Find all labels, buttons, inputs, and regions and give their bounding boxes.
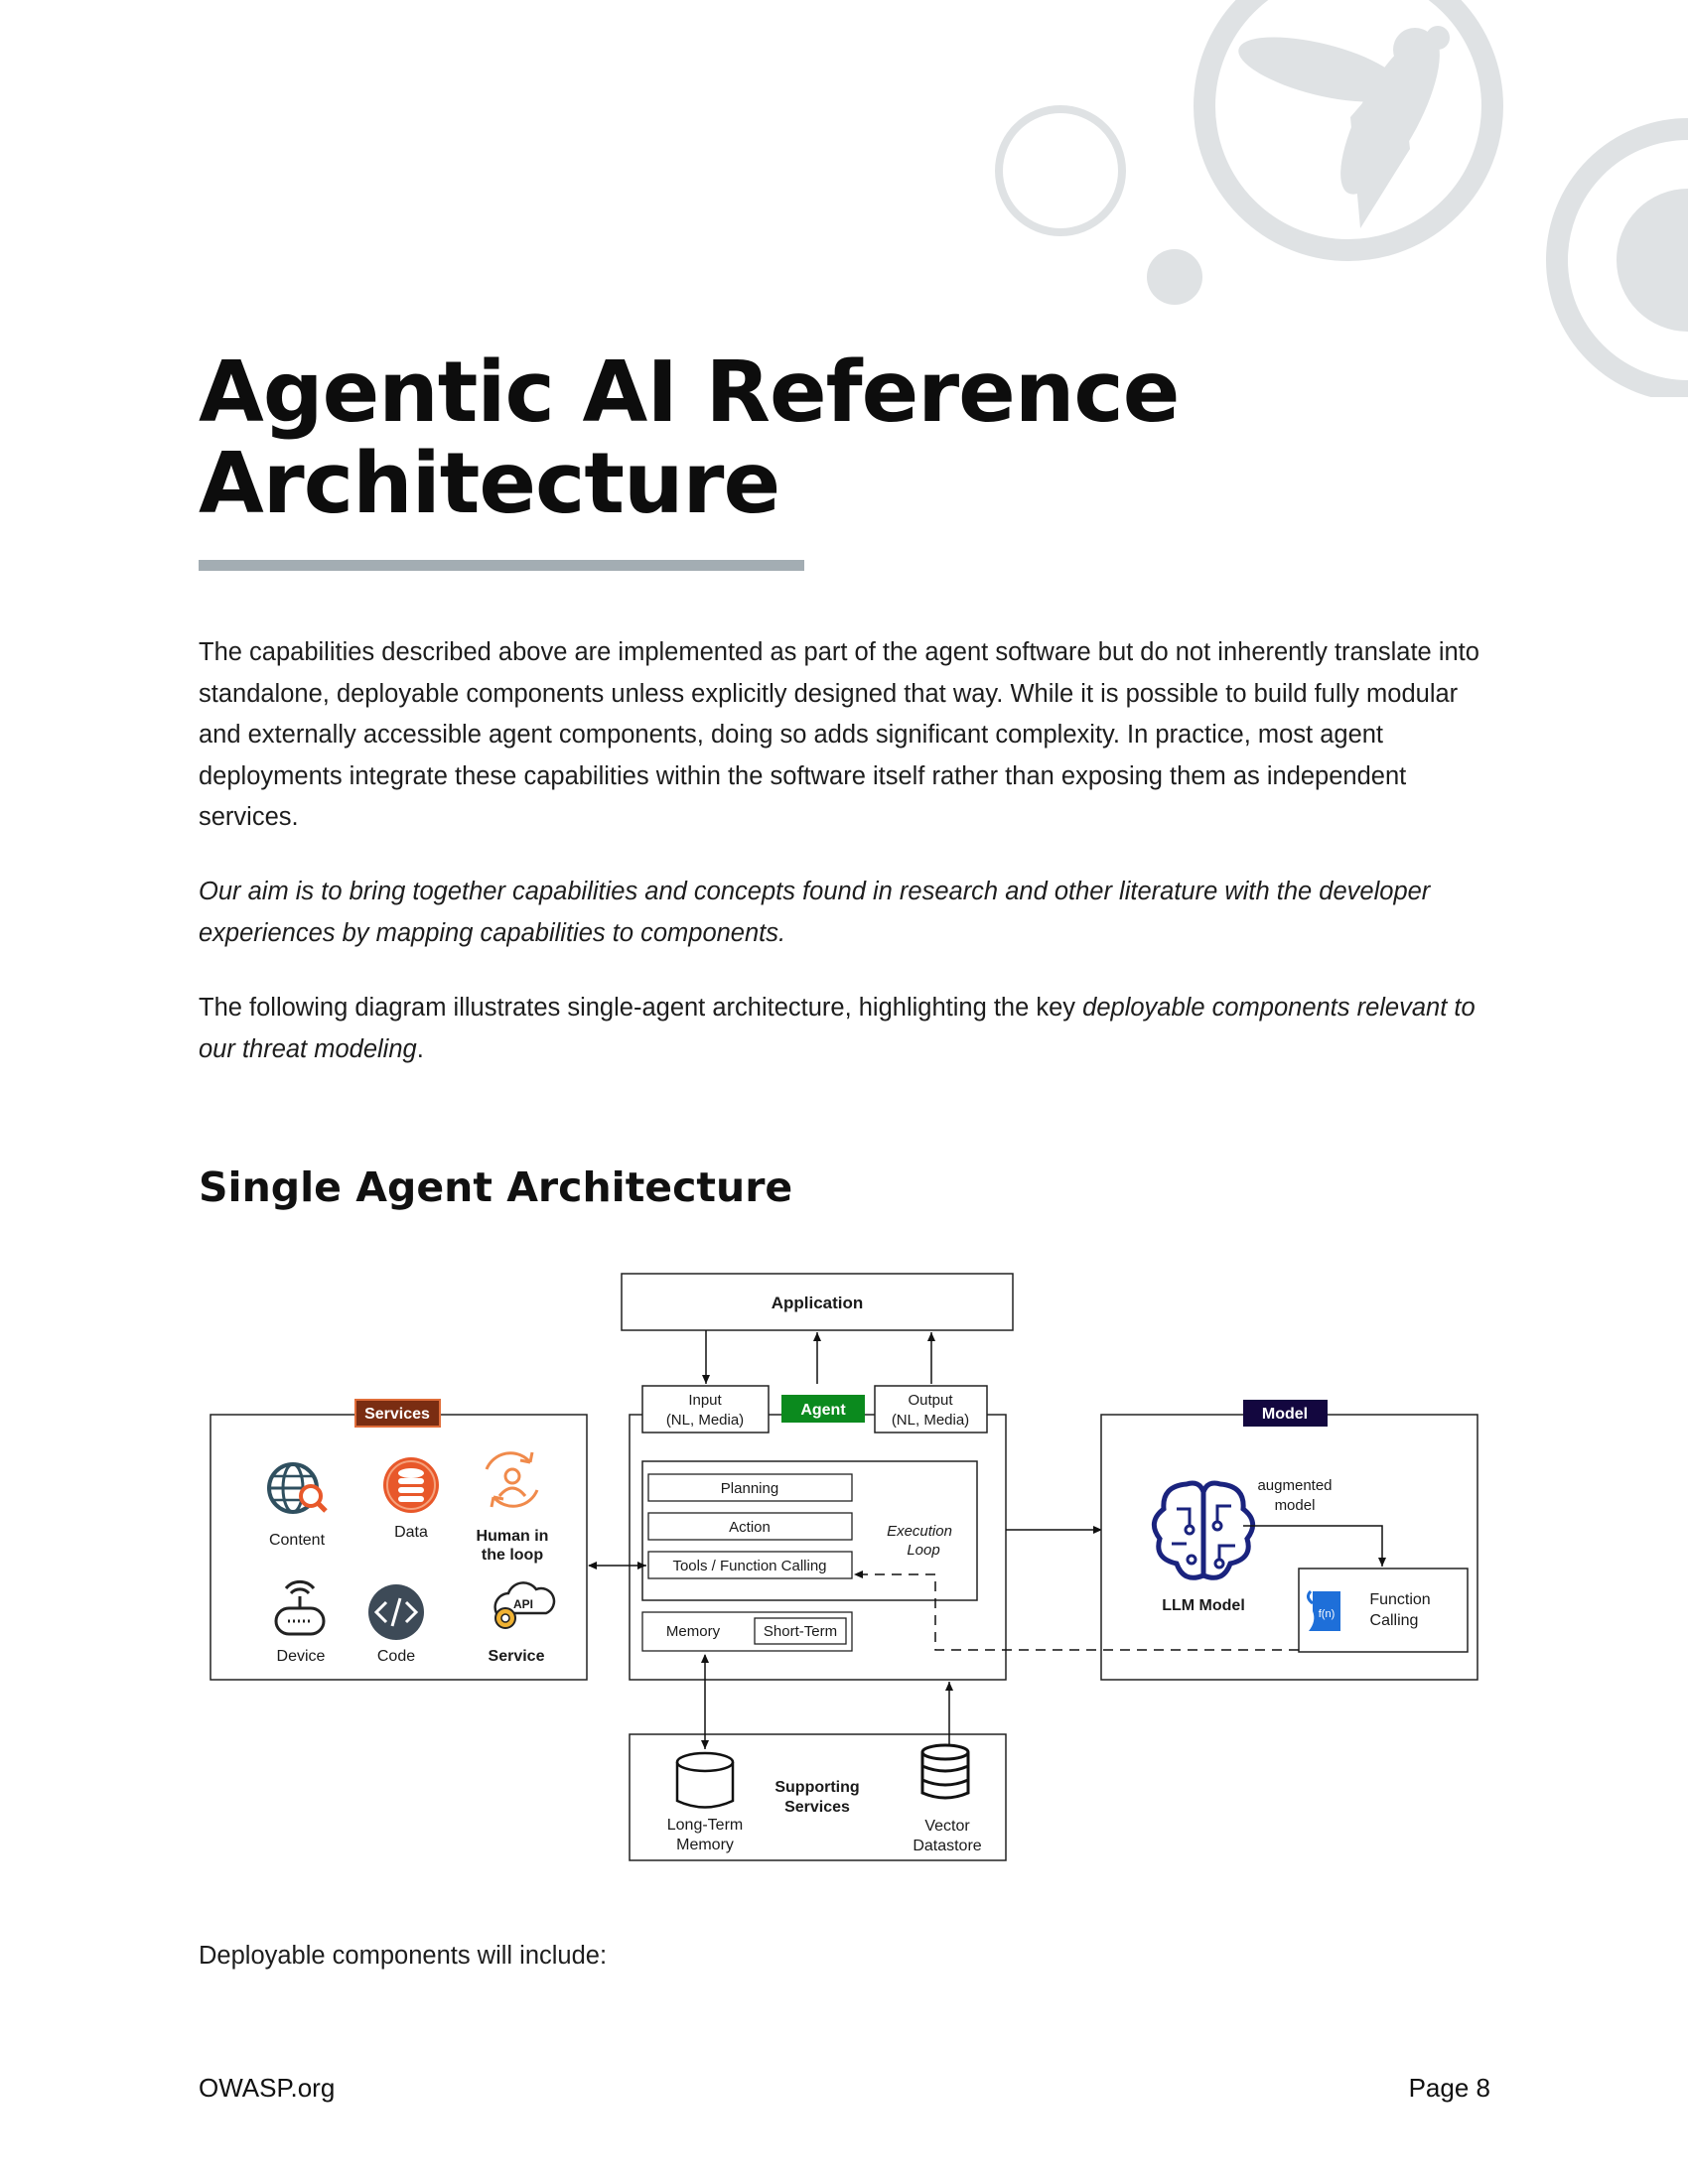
- aim-paragraph: Our aim is to bring together capabilitie…: [199, 878, 1431, 947]
- large-ring-icon: [1194, 0, 1503, 261]
- wasp-icon: [1238, 26, 1450, 228]
- api-service-icon: [493, 1581, 556, 1629]
- input-box: [641, 1385, 770, 1433]
- tools-label: Tools / Function Calling: [672, 1558, 826, 1574]
- footer-site: OWASP.org: [199, 2073, 336, 2103]
- supporting-label: Supporting: [774, 1779, 859, 1796]
- memory-label: Memory: [666, 1623, 721, 1640]
- augmented-sublabel: model: [1275, 1497, 1316, 1514]
- augmented-label: augmented: [1257, 1477, 1332, 1494]
- dot-icon: [1147, 249, 1202, 305]
- human-in-loop-icon: [485, 1451, 539, 1508]
- output-box: [874, 1385, 988, 1433]
- llm-brain-icon: [1151, 1480, 1256, 1580]
- function-sublabel: Calling: [1370, 1612, 1419, 1629]
- intro-paragraph: The capabilities described above are imp…: [199, 638, 1479, 831]
- code-label: Code: [377, 1648, 415, 1665]
- human-sublabel: the loop: [482, 1547, 543, 1564]
- output-label: Output: [908, 1392, 953, 1409]
- vector-datastore-icon: [920, 1743, 970, 1800]
- small-ring-icon: [995, 105, 1126, 236]
- action-label: Action: [729, 1519, 771, 1536]
- code-icon: [368, 1584, 424, 1640]
- human-label: Human in: [477, 1528, 549, 1545]
- section-heading: Single Agent Architecture: [199, 1163, 793, 1211]
- fn-label: f(n): [1319, 1608, 1336, 1620]
- api-label: API: [513, 1597, 533, 1611]
- long-term-sublabel: Memory: [676, 1837, 734, 1853]
- planning-box: [647, 1473, 853, 1502]
- short-term-box: [754, 1617, 847, 1645]
- function-return-dashed-line: [934, 1579, 1299, 1651]
- device-label: Device: [277, 1648, 326, 1665]
- output-sublabel: (NL, Media): [892, 1412, 969, 1429]
- model-badge: [1243, 1400, 1328, 1427]
- tools-box: [647, 1551, 853, 1579]
- short-term-label: Short-Term: [764, 1623, 837, 1640]
- deployable-components-intro: Deployable components will include:: [199, 1942, 608, 1970]
- execution-loop-label: Execution: [887, 1523, 952, 1540]
- service-label: Service: [489, 1648, 545, 1665]
- augmented-arrow: [1243, 1525, 1386, 1567]
- diagram-intro-paragraph: The following diagram illustrates single…: [199, 994, 1476, 1063]
- application-label: Application: [772, 1294, 864, 1312]
- services-badge: [354, 1399, 441, 1428]
- function-scroll-icon: [1306, 1589, 1340, 1631]
- data-label: Data: [394, 1524, 428, 1541]
- vector-label: Vector: [924, 1818, 970, 1835]
- corner-dot-icon: [1617, 189, 1688, 332]
- globe-search-icon: [267, 1462, 328, 1514]
- function-label: Function: [1369, 1591, 1430, 1608]
- agent-badge-label: Agent: [800, 1402, 846, 1419]
- input-label: Input: [688, 1392, 722, 1409]
- router-device-icon: [274, 1579, 326, 1636]
- corner-ring-icon: [1546, 118, 1688, 397]
- planning-label: Planning: [721, 1480, 778, 1497]
- long-term-memory-icon: [675, 1751, 735, 1809]
- long-term-label: Long-Term: [667, 1817, 743, 1834]
- model-badge-label: Model: [1262, 1406, 1308, 1423]
- agent-badge: [781, 1395, 865, 1423]
- content-label: Content: [269, 1532, 326, 1549]
- vector-sublabel: Datastore: [913, 1838, 981, 1854]
- services-badge-label: Services: [364, 1406, 430, 1423]
- execution-loop-sublabel: Loop: [907, 1542, 939, 1559]
- supporting-sublabel: Services: [784, 1799, 850, 1816]
- owasp-decoration: [995, 0, 1688, 397]
- application-box: [621, 1273, 1014, 1331]
- title-underline: [199, 560, 804, 571]
- database-icon: [383, 1457, 439, 1513]
- single-agent-architecture-diagram: Application Input (NL, Media) Agent Outp…: [210, 1273, 1478, 1861]
- footer-page-number: Page 8: [1408, 2073, 1490, 2103]
- llm-model-label: LLM Model: [1162, 1597, 1245, 1614]
- action-box: [647, 1512, 853, 1541]
- input-sublabel: (NL, Media): [666, 1412, 744, 1429]
